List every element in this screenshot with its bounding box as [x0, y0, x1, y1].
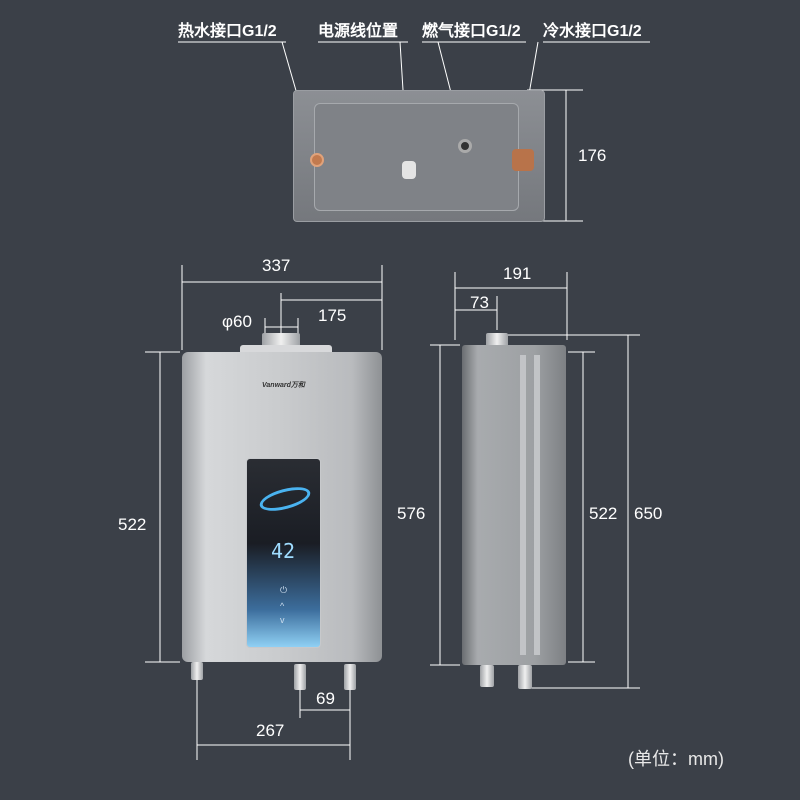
dim-depth: 191 — [503, 264, 532, 283]
gas-pipe-front — [191, 662, 203, 680]
dim-side-height: 576 — [397, 504, 426, 523]
heater-bottom-view — [293, 90, 545, 222]
flue-collar — [240, 345, 332, 354]
callout-gas: 燃气接口G1/2 — [422, 23, 521, 40]
dim-bottom-depth: 176 — [578, 146, 607, 165]
control-display: 42 ⏻ ^ v — [246, 458, 321, 648]
power-icon[interactable]: ⏻ — [280, 585, 288, 595]
dim-total-height: 650 — [634, 504, 663, 523]
dim-pipe-spacing: 69 — [316, 689, 335, 708]
side-rib — [520, 355, 526, 655]
side-pipe — [480, 665, 494, 687]
dim-flue-diameter: φ60 — [222, 312, 252, 331]
planet-graphic — [257, 482, 313, 516]
callout-hot-water: 热水接口G1/2 — [178, 23, 277, 40]
dim-flue-depth-offset: 73 — [470, 293, 489, 312]
callout-power-cord: 电源线位置 — [318, 23, 399, 40]
dim-flue-offset: 175 — [318, 306, 347, 325]
up-icon[interactable]: ^ — [280, 601, 285, 611]
hot-water-pipe-front — [294, 664, 306, 690]
callout-cold-water: 冷水接口G1/2 — [543, 23, 642, 40]
side-pipe — [518, 665, 532, 689]
hot-water-port — [310, 153, 324, 167]
dim-width: 337 — [262, 256, 291, 275]
down-icon[interactable]: v — [280, 615, 285, 625]
heater-front-view: Vanward万和 42 ⏻ ^ v — [182, 352, 382, 662]
unit-note: (单位：mm) — [628, 749, 724, 769]
flue-pipe-side — [486, 333, 508, 347]
cold-water-pipe-front — [344, 664, 356, 690]
power-cord-grommet — [402, 161, 416, 179]
brand-logo: Vanward万和 — [262, 382, 305, 389]
side-rib — [534, 355, 540, 655]
heater-side-view — [462, 345, 566, 665]
temperature-readout: 42 — [271, 539, 296, 563]
dim-pipe-span: 267 — [256, 721, 285, 740]
dim-body-height-side: 522 — [589, 504, 618, 523]
dim-body-height-front: 522 — [118, 515, 147, 534]
cold-water-port — [512, 149, 534, 171]
gas-port — [458, 139, 472, 153]
